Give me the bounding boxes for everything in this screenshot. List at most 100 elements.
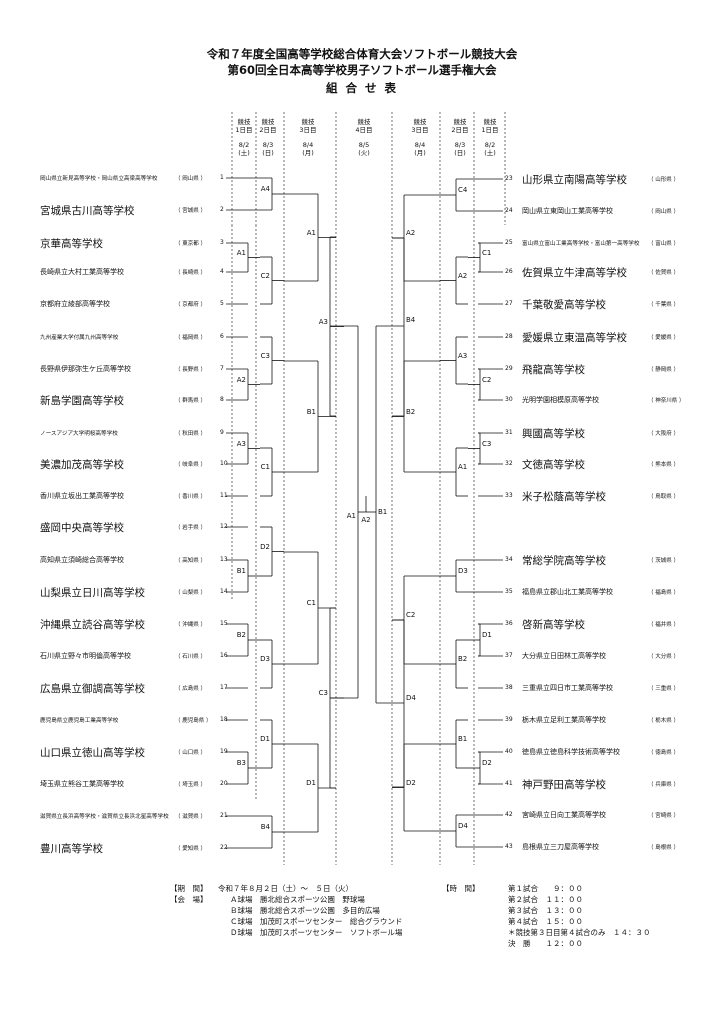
team-prefecture: （ 佐賀県 ）: [648, 270, 679, 276]
match-label: B2: [236, 631, 246, 639]
day-header-dow: (火): [358, 149, 370, 157]
match-label: B1: [306, 407, 316, 416]
team-prefecture: （ 大分県 ）: [648, 654, 679, 660]
team-number: 34: [505, 556, 513, 563]
title-line-3: 組 合 せ 表: [325, 81, 398, 95]
day-header-label: 競技: [413, 118, 427, 126]
match-label: B2: [406, 407, 416, 416]
match-label: D3: [260, 655, 270, 663]
team-prefecture: （ 岡山県 ）: [648, 209, 679, 215]
time-label: 【時 間】: [442, 884, 480, 893]
team-prefecture: （ 愛知県 ）: [175, 846, 206, 852]
period-label: 【期 間】: [170, 884, 208, 893]
team-number: 32: [505, 460, 513, 467]
team-prefecture: （ 茨城県 ）: [648, 558, 679, 564]
title-line-2: 第60回全日本高等学校男子ソフトボール選手権大会: [227, 63, 497, 77]
team-number: 20: [220, 780, 228, 787]
venue-b: Ｂ球場 勝北総合スポーツ公園 多目的広場: [230, 906, 380, 915]
day-header-label: 競技: [453, 118, 467, 126]
match-label: A1: [306, 228, 316, 237]
team-name: 鹿児島県立鹿児島工業高等学校: [40, 718, 119, 724]
team-name: 石川県立野々市明倫高等学校: [40, 652, 131, 660]
team-number: 22: [220, 844, 228, 851]
team-prefecture: （ 香川県 ）: [175, 494, 206, 500]
team-number: 42: [505, 811, 513, 818]
match-label: D1: [260, 735, 270, 743]
team-prefecture: （ 栃木県 ）: [648, 718, 679, 724]
match-label: C2: [260, 271, 270, 280]
team-prefecture: （ 神奈川県 ）: [648, 398, 685, 404]
match-label: B1: [236, 567, 246, 575]
day-header-date: 8/4: [414, 141, 426, 149]
team-number: 30: [505, 396, 513, 403]
team-name: 高知県立須崎総合高等学校: [40, 556, 124, 564]
match-label: C2: [406, 611, 416, 619]
day-header-dow: (土): [484, 149, 496, 157]
team-name: 香川県立坂出工業高等学校: [40, 492, 124, 500]
match-label: A2: [406, 229, 416, 237]
team-name: 盛岡中央高等学校: [40, 522, 124, 534]
team-name: 長崎県立大村工業高等学校: [40, 268, 124, 276]
day-header-label: 競技: [483, 118, 497, 126]
day-header-date: 8/3: [454, 141, 466, 149]
team-number: 39: [505, 716, 513, 723]
team-number: 8: [220, 396, 224, 403]
team-prefecture: （ 宮城県 ）: [175, 208, 206, 214]
team-number: 7: [220, 365, 224, 372]
team-prefecture: （ 高知県 ）: [175, 558, 206, 564]
team-number: 29: [505, 365, 513, 372]
team-number: 18: [220, 716, 228, 723]
team-number: 26: [505, 268, 513, 275]
venue-c: Ｃ球場 加茂町スポーツセンター 総合グラウンド: [230, 917, 403, 926]
period-value: 令和７年８月２日（土）～ ５日（火）: [218, 884, 353, 893]
match-label: A3: [458, 351, 468, 360]
team-name: 岡山県立東岡山工業高等学校: [522, 207, 613, 215]
team-name: 千葉敬愛高等学校: [522, 299, 606, 311]
team-prefecture: （ 山梨県 ）: [175, 590, 206, 596]
match-label: D4: [406, 694, 416, 702]
team-number: 12: [220, 523, 228, 530]
title-line-1: 令和７年度全国高等学校総合体育大会ソフトボール競技大会: [206, 47, 518, 61]
team-prefecture: （ 愛媛県 ）: [648, 335, 679, 341]
team-name: 京華高等学校: [40, 238, 103, 250]
team-name: 宮城県古川高等学校: [40, 205, 135, 217]
day-header-day: 1日目: [235, 126, 253, 134]
team-name: 豊川高等学校: [40, 843, 103, 855]
match-label: D3: [458, 567, 468, 575]
match-label: B4: [260, 823, 270, 831]
team-prefecture: （ 静岡県 ）: [648, 367, 679, 373]
day-header-day: 1日目: [481, 126, 499, 134]
match-label: D4: [458, 822, 468, 830]
match-label: A1: [346, 512, 356, 520]
team-name: 山形県立南陽高等学校: [522, 174, 627, 186]
team-number: 11: [220, 492, 228, 499]
team-prefecture: （ 沖縄県 ）: [175, 622, 206, 628]
team-number: 6: [220, 333, 224, 340]
team-name: 京都府立綾部高等学校: [40, 300, 110, 308]
match-label: C1: [306, 599, 316, 607]
team-prefecture: （ 千葉県 ）: [648, 302, 679, 308]
match-label: D1: [306, 779, 316, 787]
team-prefecture: （ 兵庫県 ）: [648, 782, 679, 788]
team-number: 17: [220, 684, 228, 691]
venue-d: Ｄ球場 加茂町スポーツセンター ソフトボール場: [230, 928, 403, 937]
team-name: 神戸野田高等学校: [522, 779, 606, 791]
day-header-date: 8/2: [484, 141, 496, 149]
team-number: 33: [505, 492, 513, 499]
day-header-dow: (月): [302, 149, 314, 157]
day-header-label: 競技: [237, 118, 251, 126]
day-header-dow: (月): [414, 149, 426, 157]
match-label: A3: [318, 317, 328, 326]
team-name: 宮崎県立日向工業高等学校: [522, 811, 606, 819]
team-name: 愛媛県立東温高等学校: [522, 332, 627, 344]
match-label: A2: [361, 516, 371, 524]
team-prefecture: （ 東京都 ）: [175, 241, 206, 247]
match-label: D2: [482, 759, 492, 767]
match-label: A1: [236, 248, 246, 257]
team-prefecture: （ 鳥取県 ）: [648, 494, 679, 500]
match-label: B1: [458, 735, 468, 743]
team-name: 文徳高等学校: [522, 459, 585, 471]
team-number: 10: [220, 460, 228, 467]
match-label: A1: [458, 463, 468, 471]
